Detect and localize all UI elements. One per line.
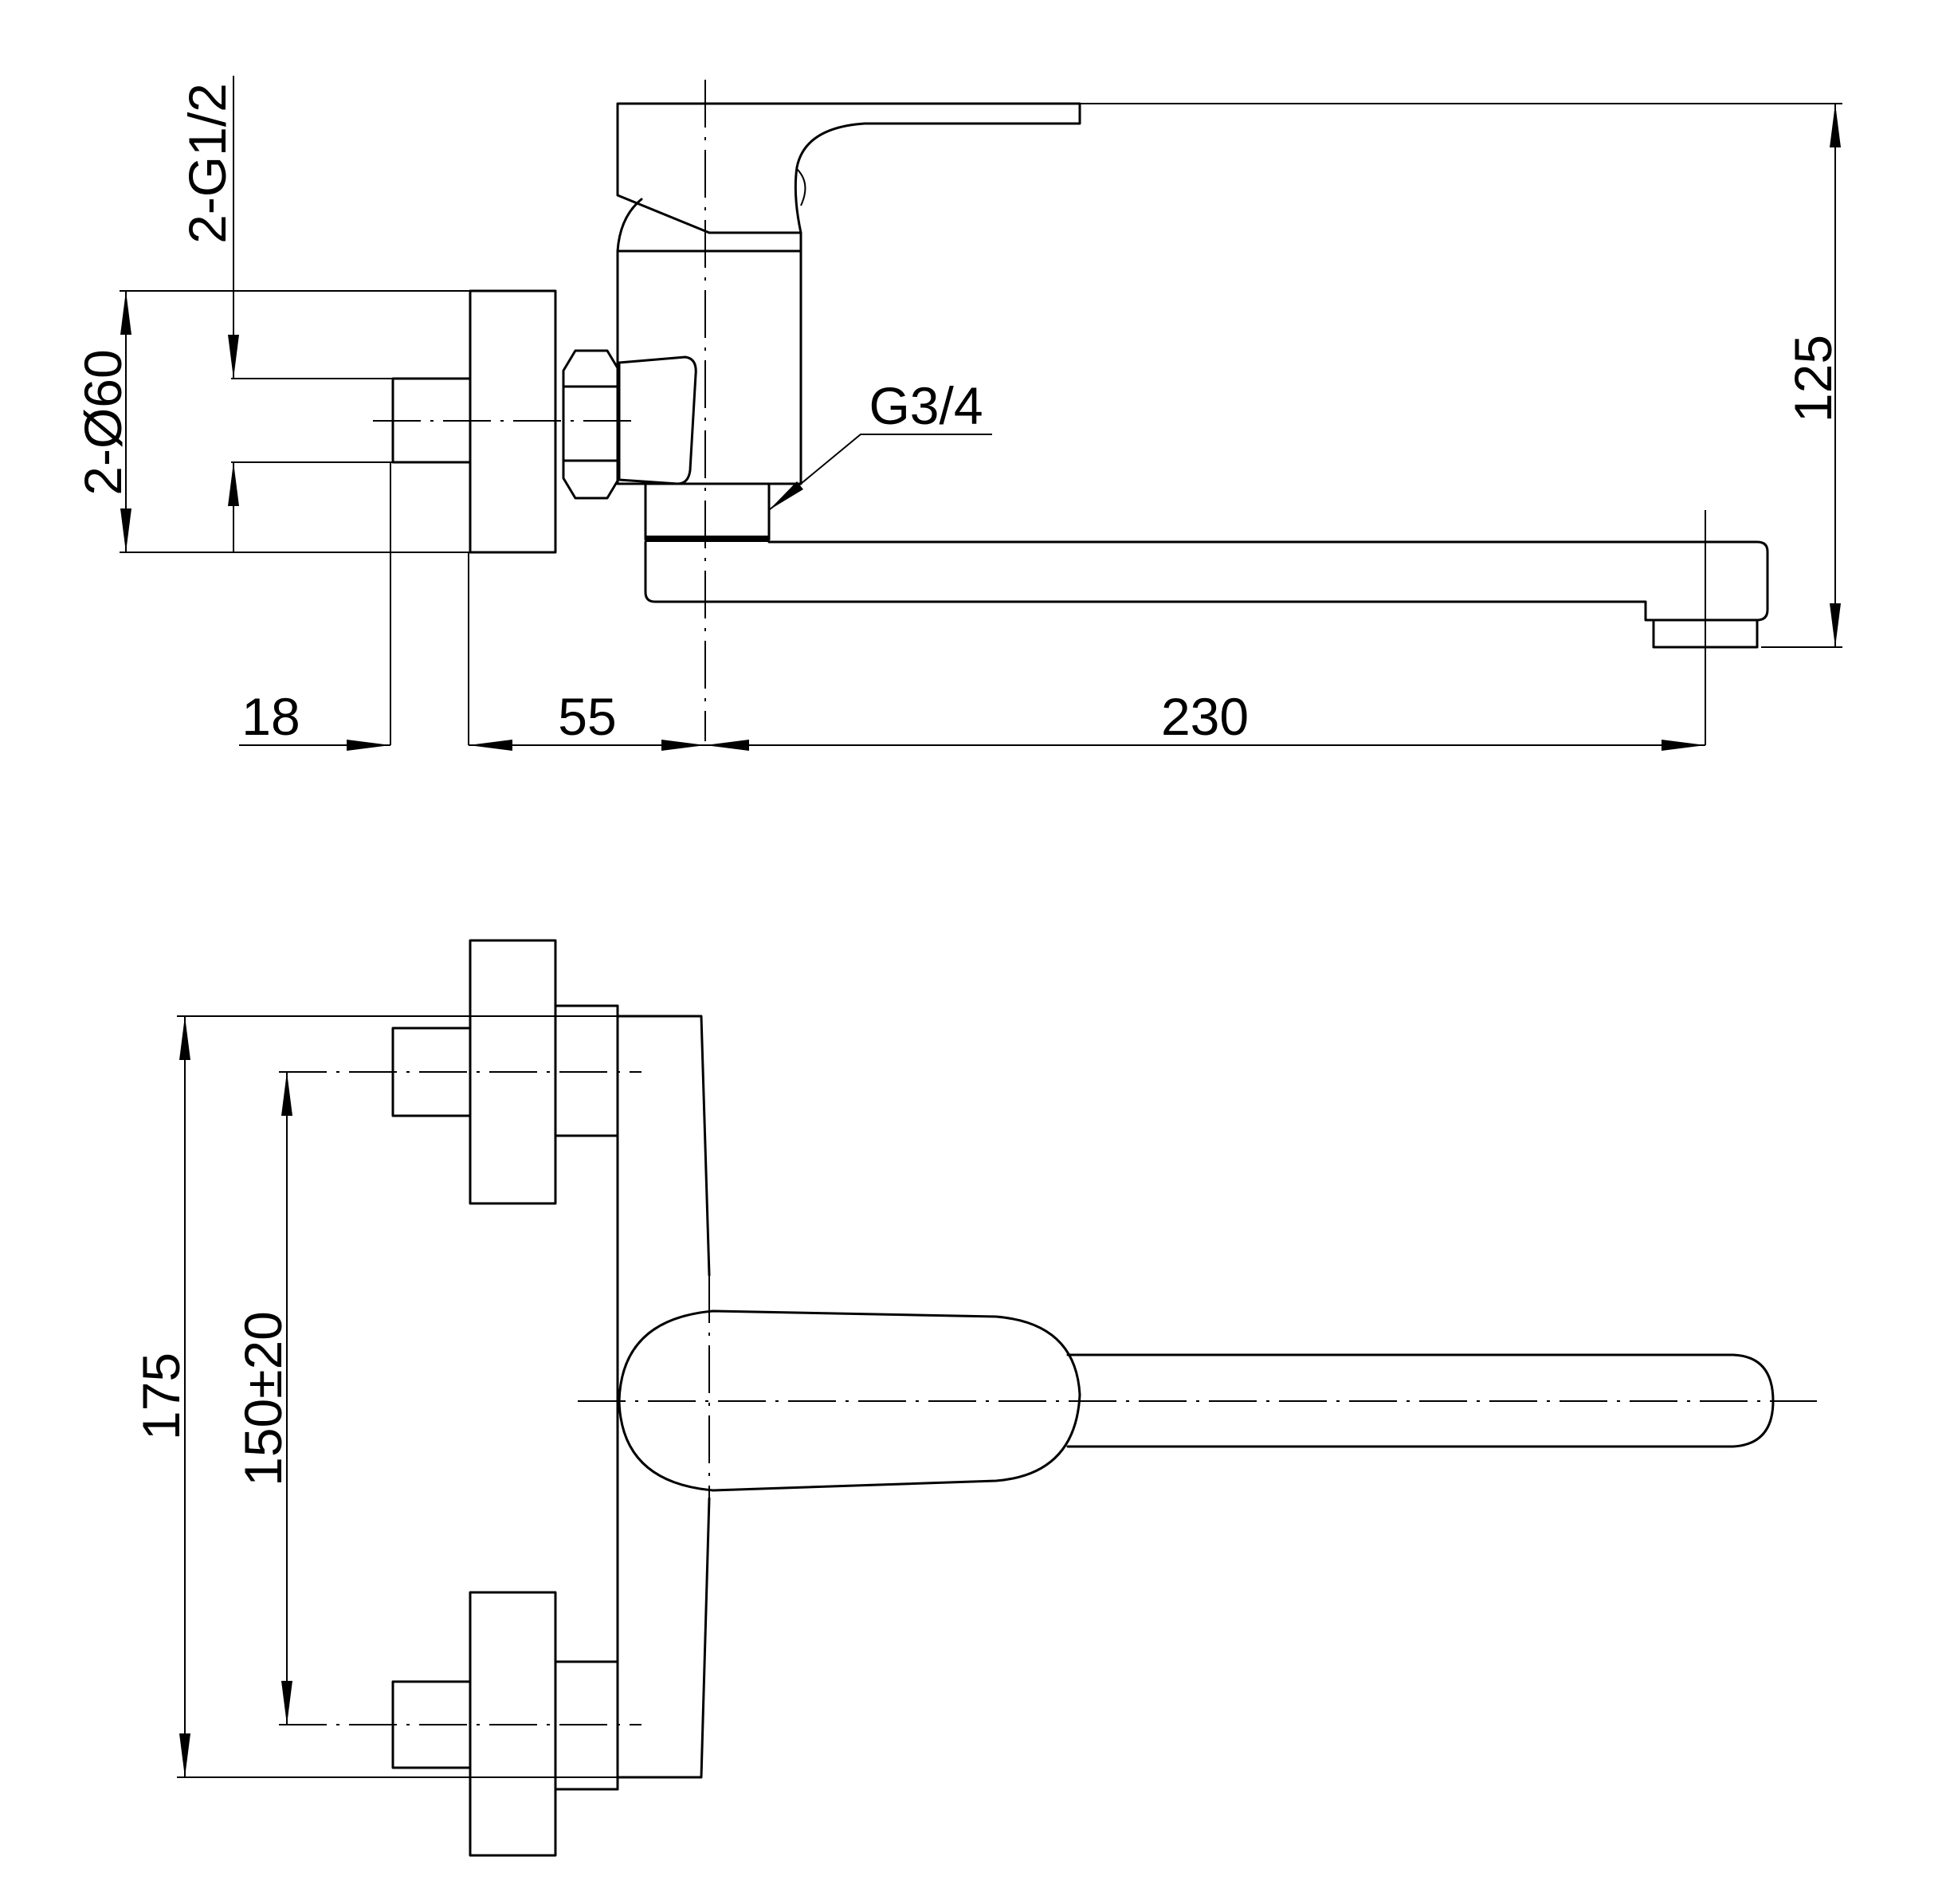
faucet-body-side <box>616 249 802 485</box>
label-inlet-thread: 2-G1/2 <box>178 83 237 244</box>
top-view: 175 150±20 <box>131 939 1817 1857</box>
extension-lines-side <box>120 103 1842 745</box>
arrow-230-right <box>1662 740 1705 751</box>
label-dim-18: 18 <box>241 687 300 746</box>
arrow-150-top <box>281 1072 292 1116</box>
label-spout-reach: 230 <box>1161 687 1249 746</box>
arrow-125-bottom <box>1830 603 1841 647</box>
spout-side <box>644 540 1769 622</box>
eccentric-connector-top <box>391 1027 472 1117</box>
label-center-distance: 150±20 <box>233 1311 292 1486</box>
eccentric-connector-bottom <box>391 1680 472 1769</box>
aerator-side <box>1652 618 1759 649</box>
arrow-55-left <box>469 740 512 751</box>
label-height: 125 <box>1783 335 1842 422</box>
arrow-150-bottom <box>281 1681 292 1725</box>
arrow-175-bottom <box>179 1733 190 1777</box>
leader-g34 <box>768 434 992 511</box>
arrow-55-right <box>661 740 705 751</box>
arrow-18 <box>347 740 390 751</box>
lever-handle-detail <box>796 168 806 206</box>
arrow-g12-top <box>228 335 239 379</box>
label-overall-width: 175 <box>131 1352 190 1440</box>
extension-lines-top <box>177 1015 618 1778</box>
spout-connector-side <box>644 482 771 541</box>
arrow-d60-bottom <box>120 508 131 552</box>
side-view: 2-G1/2 2-Ø60 125 G3/4 18 55 230 <box>73 76 1842 751</box>
label-outlet-thread: G3/4 <box>869 376 983 435</box>
arrow-g34 <box>769 481 803 510</box>
arrow-d60-top <box>120 291 131 335</box>
escutcheon-plate-side <box>469 289 557 554</box>
spout-connector-band <box>645 536 769 542</box>
arrow-g12-bottom <box>228 462 239 506</box>
arrow-230-left <box>705 740 749 751</box>
label-escutcheon-diameter: 2-Ø60 <box>73 349 132 495</box>
hex-nut-side <box>562 349 621 500</box>
arrow-125-top <box>1830 104 1841 147</box>
arrow-175-top <box>179 1016 190 1060</box>
lever-handle-side <box>616 102 1081 234</box>
label-dim-55: 55 <box>558 687 616 746</box>
faucet-body-top <box>616 1004 711 1791</box>
connector-collar-top <box>554 1004 619 1137</box>
